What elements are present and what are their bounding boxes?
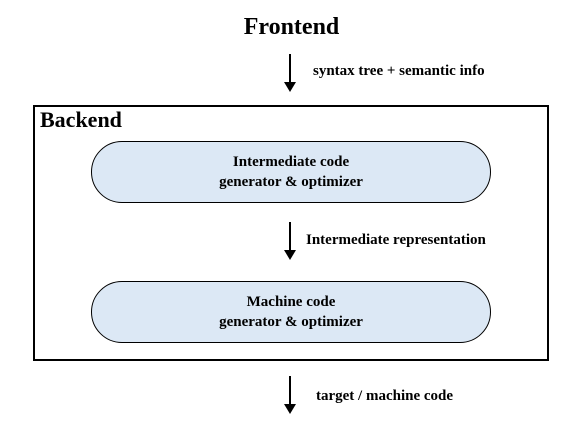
arrow-head bbox=[284, 404, 296, 414]
frontend-title: Frontend bbox=[243, 14, 340, 40]
backend-title: Backend bbox=[40, 107, 122, 132]
arrow-shaft bbox=[289, 54, 291, 82]
backend-box bbox=[33, 105, 549, 361]
edge-label-syntax-tree: syntax tree + semantic info bbox=[313, 63, 485, 79]
arrow-frontend-to-backend bbox=[282, 54, 298, 92]
stage-machine-code-generator: Machine code generator & optimizer bbox=[91, 281, 491, 343]
stage-label-line1: Intermediate code bbox=[232, 154, 350, 170]
stage-label-line2: generator & optimizer bbox=[219, 314, 363, 330]
arrow-head bbox=[284, 250, 296, 260]
arrow-output bbox=[282, 376, 298, 414]
edge-label-intermediate-representation: Intermediate representation bbox=[306, 232, 486, 248]
arrow-shaft bbox=[289, 222, 291, 250]
stage-label-line2: generator & optimizer bbox=[219, 174, 363, 190]
stage-label-line1: Machine code bbox=[246, 294, 336, 310]
edge-label-target-machine-code: target / machine code bbox=[316, 388, 454, 404]
arrow-head bbox=[284, 82, 296, 92]
arrow-shaft bbox=[289, 376, 291, 404]
stage-intermediate-code-generator: Intermediate code generator & optimizer bbox=[91, 141, 491, 203]
arrow-between-stages bbox=[282, 222, 298, 260]
